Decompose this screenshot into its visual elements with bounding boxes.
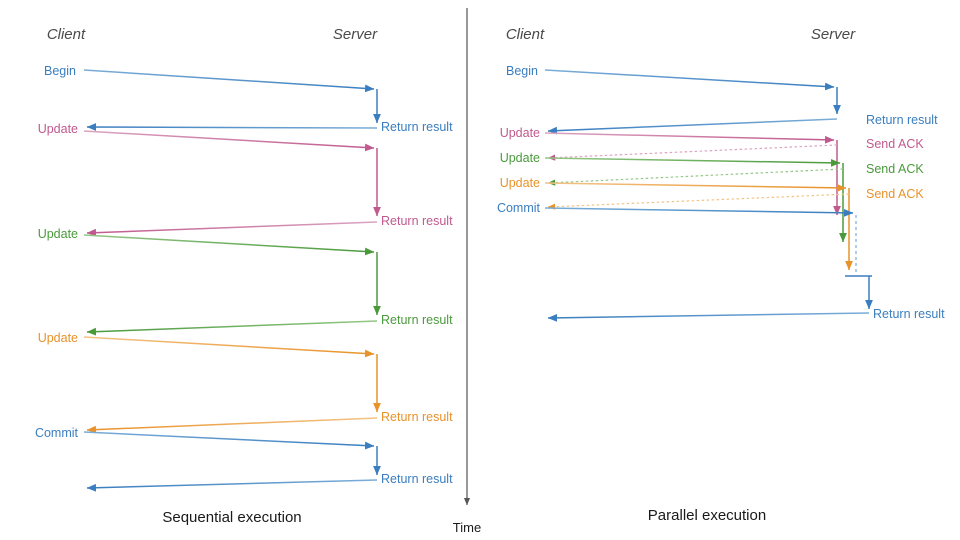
time-axis: Time (453, 8, 481, 535)
time-axis-label: Time (453, 520, 481, 535)
server-label-return-4-sequential: Return result (381, 410, 453, 424)
request-arrow-begin (83, 69, 375, 93)
client-role-label-sequential: Client (47, 26, 86, 43)
server-label-ack-1-parallel: Send ACK (866, 137, 924, 151)
request-arrow-begin-parallel (544, 69, 835, 91)
flow-update-3-sequential (83, 336, 381, 434)
client-label-update-2-parallel: Update (500, 151, 540, 165)
server-role-label-parallel: Server (811, 26, 856, 43)
flow-update-2-sequential (83, 234, 381, 336)
response-arrow-begin (86, 123, 378, 131)
caption-parallel: Parallel execution (648, 507, 766, 524)
server-role-label-sequential: Server (333, 26, 378, 43)
flow-update-3-parallel (544, 182, 853, 271)
flow-update-2-parallel (544, 157, 847, 243)
request-arrow-update-1 (83, 130, 375, 152)
response-arrow-update-3 (86, 417, 378, 434)
request-arrow-update-2-parallel (544, 157, 841, 167)
response-arrow-commit-parallel (547, 312, 870, 322)
server-label-return-2-parallel: Return result (873, 307, 945, 321)
flow-begin-parallel (544, 69, 841, 135)
client-label-update-3-parallel: Update (500, 176, 540, 190)
ack-arrow-update-2-parallel (547, 168, 844, 186)
client-role-label-parallel: Client (506, 26, 545, 43)
flow-commit-parallel (544, 207, 873, 322)
client-label-update-1-parallel: Update (500, 126, 540, 140)
server-label-ack-3-parallel: Send ACK (866, 187, 924, 201)
request-arrow-commit-parallel (544, 207, 854, 217)
response-arrow-commit (86, 479, 378, 492)
flow-commit-sequential (83, 431, 381, 492)
client-label-update-2-sequential: Update (38, 227, 78, 241)
request-arrow-update-2 (83, 234, 375, 256)
client-label-update-1-sequential: Update (38, 122, 78, 136)
ack-arrow-update-1-parallel (547, 144, 838, 161)
server-label-return-1-parallel: Return result (866, 113, 938, 127)
server-label-return-2-sequential: Return result (381, 214, 453, 228)
response-arrow-begin-parallel (547, 118, 838, 135)
server-label-return-5-sequential: Return result (381, 472, 453, 486)
client-label-commit-sequential: Commit (35, 426, 79, 440)
flow-update-1-sequential (83, 130, 381, 237)
response-arrow-update-2 (86, 320, 378, 336)
flow-begin-sequential (83, 69, 381, 131)
request-arrow-update-3-parallel (544, 182, 847, 192)
ack-arrow-update-3-parallel (547, 193, 850, 210)
flow-update-1-parallel (544, 132, 841, 216)
server-label-ack-2-parallel: Send ACK (866, 162, 924, 176)
client-label-update-3-sequential: Update (38, 331, 78, 345)
server-label-return-1-sequential: Return result (381, 120, 453, 134)
response-arrow-update-1 (86, 221, 378, 237)
client-label-begin-parallel: Begin (506, 64, 538, 78)
request-arrow-update-3 (83, 336, 375, 358)
request-arrow-commit (83, 431, 375, 450)
request-arrow-update-1-parallel (544, 132, 835, 144)
server-label-return-3-sequential: Return result (381, 313, 453, 327)
client-label-commit-parallel: Commit (497, 201, 541, 215)
client-label-begin-sequential: Begin (44, 64, 76, 78)
panel-parallel: Client Server (497, 26, 945, 524)
panel-sequential: Client Server (35, 26, 453, 526)
caption-sequential: Sequential execution (162, 509, 301, 526)
